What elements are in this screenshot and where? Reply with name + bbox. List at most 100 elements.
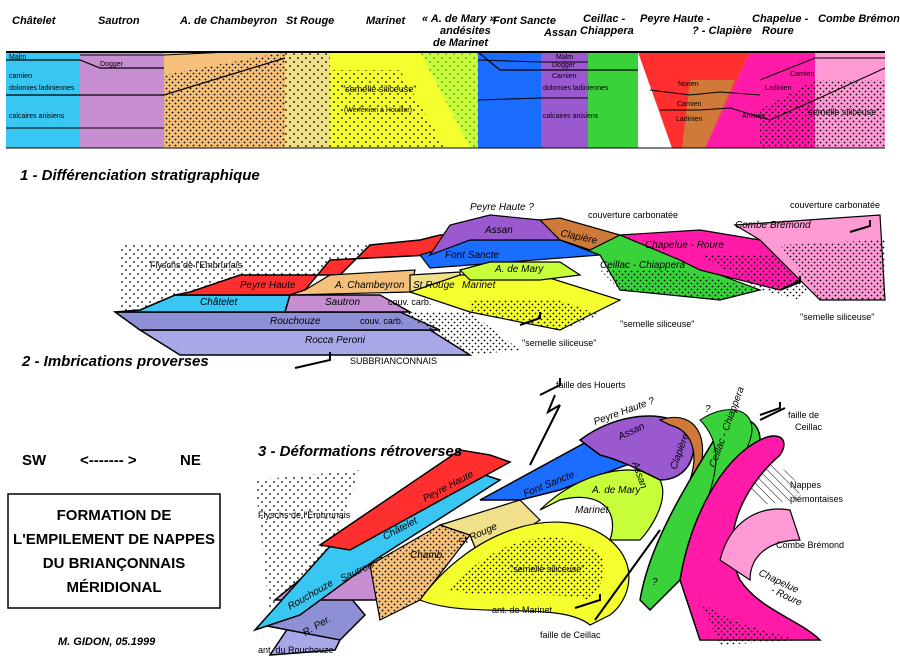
hdr-fontsancte: Font Sancte [493,15,556,27]
hdr-chapelue: Chapelue - [752,13,809,25]
col-clapiere [682,80,735,148]
hdr-assan: Assan [543,27,577,39]
section-3-retroverses: faille des Houerts Peyre Haute ? ? Assan… [252,378,844,656]
section-2-title: 2 - Imbrications proverses [21,353,209,370]
strat-semelle2: "semelle siliceuse" [805,107,879,117]
strat-malm: Malm [9,54,26,61]
s3-q1: ? [705,404,711,415]
s3-combe [719,508,801,582]
s3-q2: ? [652,577,658,588]
hdr-marinet: Marinet [366,15,406,27]
s3-peyrehaute [318,449,512,551]
legend-box-line-3: DU BRIANÇONNAIS [43,555,186,572]
s3-faille-ceillac-top: faille de [788,410,819,420]
strat-norien: Norien [678,81,699,88]
s2-couv1: couverture carbonatée [588,210,678,220]
s3-ant-marinet: ant. de Marinet [492,605,553,615]
strat-carnien4: Carnien [790,71,815,78]
s3-faille-ceillac: faille de Ceillac [540,630,601,640]
s2-sautron: Sautron [325,297,360,308]
section-1-stratigraphy: Malm carnien dolomies ladiniennes calcai… [6,13,900,184]
s2-rouchouze: Rouchouze [270,316,321,327]
hdr-chatelet: Châtelet [12,15,57,27]
s2-couv2: couverture carbonatée [790,200,880,210]
s2-chapelue: Chapelue - Roure [645,240,724,251]
strat-carnien3: Carnien [677,101,702,108]
strat-ladinien: Ladinien [676,116,703,123]
s3-chapelue [679,435,822,641]
s3-flysch-area [255,470,360,620]
strat-anisiens2: calcaires anisiens [543,113,599,120]
legend-sw: SW [22,452,47,469]
s2-chambeyron: A. Chambeyron [334,280,405,291]
hdr-strouge: St Rouge [286,15,334,27]
hdr-chiappera: Chiappera [580,25,634,37]
legend-ne: NE [180,452,201,469]
legend-box-line-1: FORMATION DE [57,507,172,524]
s2-strouge: St Rouge [413,280,455,291]
hdr-roure: Roure [762,25,794,37]
s2-marinet: Marinet [462,280,497,291]
hdr-demarinet: de Marinet [433,37,489,49]
nappe-mary [458,261,582,281]
strat-carnien2: Carnien [552,73,577,80]
s3-nappes: Nappes [790,480,822,490]
hdr-combe: Combe Brémond [818,13,900,25]
strat-dogger: Dogger [100,61,124,68]
hdr-clapiere: ? - Clapière [692,25,752,37]
hdr-mary: « A. de Mary » [422,13,496,25]
strat-semelle: "semelle siliceuse" [342,84,416,94]
hdr-sautron: Sautron [98,15,140,27]
s3-marinet: Marinet [575,505,610,516]
legend-author: M. GIDON, 05.1999 [58,636,156,648]
strat-dogger2: Dogger [552,62,576,69]
s2-assan: Assan [484,225,513,236]
s3-faille-ceillac-top2: Ceillac [795,422,823,432]
s2-peyrehaute: Peyre Haute [240,280,296,291]
s2-couvcarb2: couv. carb. [360,316,403,326]
hdr-peyrehaute: Peyre Haute - [640,13,711,25]
hdr-chambeyron: A. de Chambeyron [179,15,277,27]
s2-peyrehaute-q: Peyre Haute ? [470,202,534,213]
s3-chamb: Chamb. [410,550,445,561]
section-2-imbrications: Peyre Haute ? Assan Clapière couverture … [21,200,886,370]
legend-box [7,493,221,609]
hdr-andesites: andésites [440,25,491,37]
s2-mary: A. de Mary [494,264,544,275]
col-ceillac [588,52,638,148]
s3-assan [578,415,695,481]
col-assan [541,52,588,148]
strat-anisiens: calcaires anisiens [9,113,65,120]
s2-fontsancte: Font Sancte [445,250,499,261]
s3-flyschs: Flyschs de l'Embrunais [258,510,351,520]
s3-piemontaises: piémontaises [790,494,844,504]
s2-subbrianconnais: SUBBRIANCONNAIS [350,356,437,366]
strat-malm2: Malm [556,54,573,61]
nappe-sautron [283,294,413,313]
s3-combe: Combe Brémond [776,540,844,550]
section-1-title: 1 - Différenciation stratigraphique [20,167,260,184]
strat-ladinien2: Ladinien [765,85,792,92]
legend-box-line-4: MÉRIDIONAL [67,579,162,596]
s2-ceillac: Ceillac - Chiappera [600,260,685,271]
legend-arrow: <------- > [80,452,137,469]
s2-flyschs: Flyschs de l'Embrunais [150,260,243,270]
legend: SW <------- > NE FORMATION DE L'EMPILEME… [7,452,221,648]
s2-chatelet: Châtelet [200,297,238,308]
s2-rocca: Rocca Peroni [305,335,366,346]
section-3-title: 3 - Déformations rétroverses [258,443,462,460]
col-chatelet [6,52,80,148]
s3-hourets: faille des Houerts [556,380,626,390]
s3-semelle: "semelle siliceuse" [510,564,584,574]
s2-semelle1: "semelle siliceuse" [620,319,694,329]
s3-ant-rouchouze: ant. du Rouchouze [258,645,334,655]
strat-werfenien: (Werfénien à Houiller) [344,107,412,114]
hdr-ceillac: Ceillac - [583,13,626,25]
legend-box-line-2: L'EMPILEMENT DE NAPPES [13,531,215,548]
s2-semelle2: "semelle siliceuse" [800,312,874,322]
strat-anisien: Anisien [742,113,765,120]
s2-couvcarb1: couv. carb. [388,297,431,307]
strat-dolomies2: dolomies ladiniennes [543,85,609,92]
